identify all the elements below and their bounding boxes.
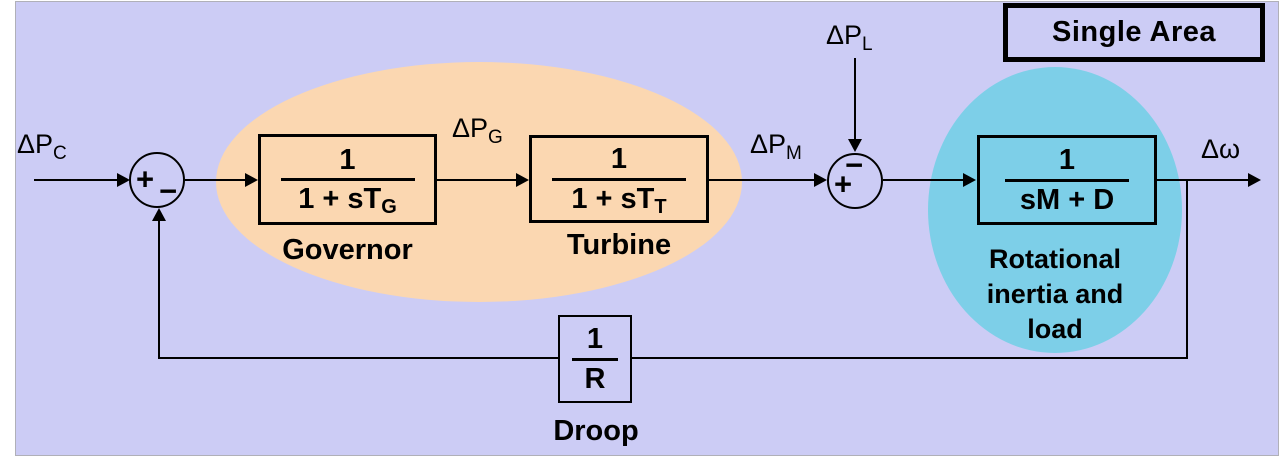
sum1-minus-sign: −: [158, 173, 178, 209]
diagram-title: Single Area: [1052, 16, 1216, 48]
mechanical-power-label: ΔPM: [750, 129, 802, 164]
feedback-up-line: [158, 220, 160, 359]
droop-fraction-bar: [572, 357, 618, 361]
rotational-inertia-ellipse: [928, 67, 1182, 353]
governor-turbine-ellipse: [216, 62, 742, 302]
input-signal-label: ΔPC: [17, 129, 67, 164]
turbine-block: 1 1 + sTT: [529, 135, 709, 223]
governor-output-label: ΔPG: [452, 113, 503, 148]
input-line: [34, 179, 118, 181]
turbine-denominator: 1 + sTT: [571, 182, 667, 218]
arrowhead-feedback: [152, 208, 166, 221]
title-box: Single Area: [1003, 3, 1265, 62]
inertia-caption: Rotational inertia and load: [986, 244, 1124, 344]
sum2-plus-sign: +: [833, 166, 853, 202]
load-disturbance-label: ΔPL: [826, 20, 873, 55]
turbine-fraction-bar: [552, 177, 686, 181]
droop-caption: Droop: [553, 415, 639, 447]
inertia-numerator: 1: [1058, 144, 1076, 177]
sum2-minus-sign: −: [844, 147, 864, 183]
turbine-numerator: 1: [610, 143, 628, 176]
arrowhead-input: [117, 173, 130, 187]
governor-numerator: 1: [339, 143, 356, 176]
governor-block: 1 1 + sTG: [258, 134, 437, 225]
sum-junction-1: [129, 152, 185, 208]
governor-to-turbine-line: [437, 179, 517, 181]
arrowhead-inertia: [963, 173, 976, 187]
inertia-fraction-bar: [1005, 178, 1129, 182]
droop-block: 1 R: [558, 315, 632, 403]
output-signal-label: Δω: [1201, 134, 1241, 164]
governor-denominator: 1 + sTG: [298, 183, 397, 218]
turbine-caption: Turbine: [566, 229, 672, 261]
load-disturbance-line: [854, 58, 856, 139]
turbine-to-sum2-line: [709, 179, 815, 181]
arrowhead-governor: [245, 173, 258, 187]
feedback-right-line: [632, 357, 1188, 359]
arrowhead-sum2: [814, 173, 827, 187]
feedback-left-line: [158, 357, 558, 359]
arrowhead-turbine: [516, 173, 529, 187]
inertia-block: 1 sM + D: [977, 135, 1157, 225]
sum2-to-inertia-line: [883, 179, 964, 181]
sum-junction-2: [827, 153, 883, 209]
droop-numerator: 1: [586, 323, 604, 356]
output-line: [1157, 179, 1249, 181]
arrowhead-load: [848, 139, 862, 152]
sum1-plus-sign: +: [135, 161, 155, 197]
inertia-denominator: sM + D: [1019, 183, 1115, 216]
droop-denominator: R: [584, 362, 606, 395]
sum1-to-governor-line: [185, 179, 246, 181]
feedback-branch-down-line: [1186, 180, 1188, 359]
governor-caption: Governor: [282, 234, 413, 266]
arrowhead-output: [1248, 173, 1261, 187]
governor-fraction-bar: [280, 178, 415, 181]
